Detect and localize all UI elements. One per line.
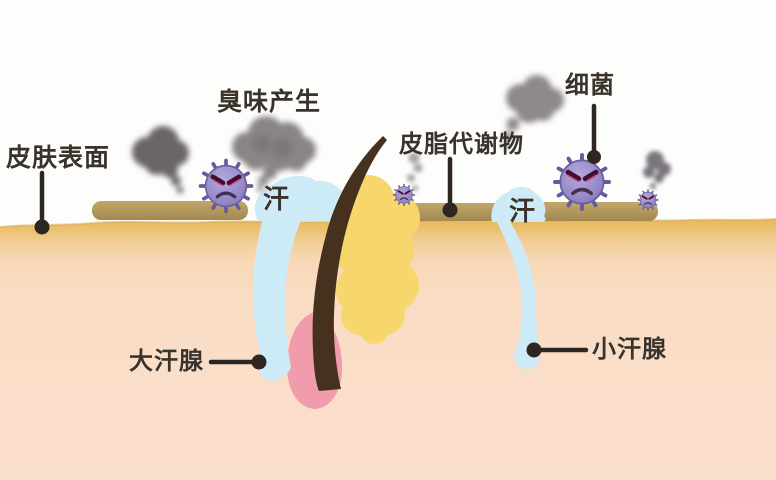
odor-smoke-left [132,126,189,194]
apocrine-sweat-duct [253,175,349,381]
label-sweat-left: 汗 [263,184,291,214]
label-eccrine-gland: 小汗腺 [592,336,667,363]
odor-smoke-center [232,116,316,192]
skin-cross-section [0,219,776,480]
label-skin-surface: 皮肤表面 [6,144,111,172]
hair-shaft [312,136,387,391]
label-pointers [34,103,601,370]
label-odor-production: 臭味产生 [217,88,322,116]
bacteria-icon [555,155,609,209]
odor-smoke-far-right [643,151,671,189]
label-sweat-right: 汗 [509,196,537,226]
label-apocrine-gland: 大汗腺 [129,348,204,375]
label-bacteria: 细菌 [565,72,615,99]
odor-smoke-right [503,75,564,149]
label-sebum-metabolites: 皮脂代谢物 [399,131,524,158]
